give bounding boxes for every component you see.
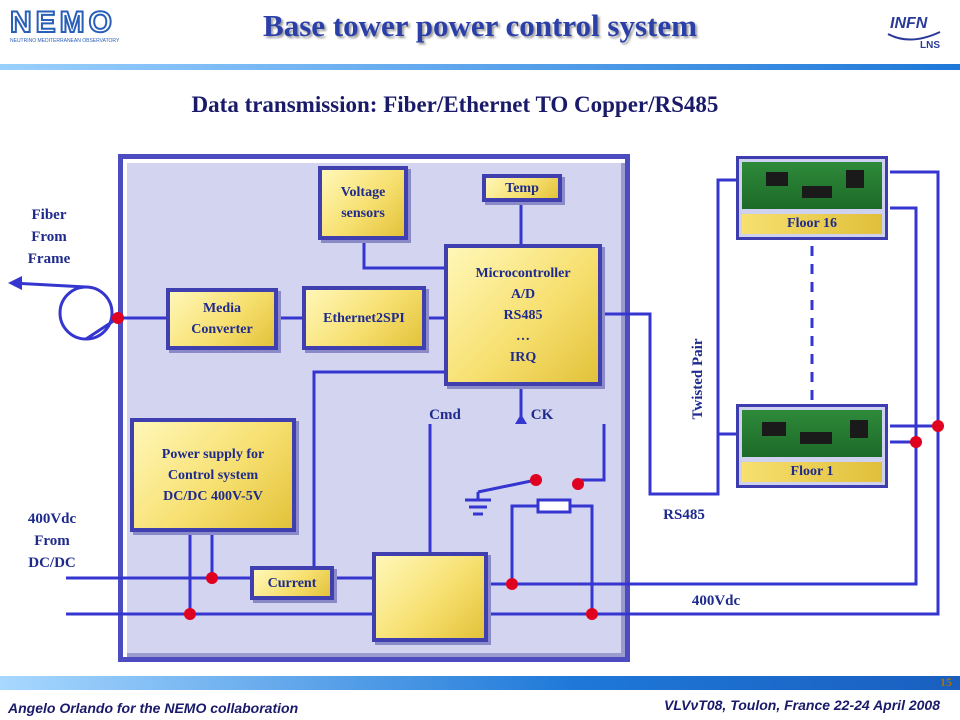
- twisted-pair-label: Twisted Pair: [690, 338, 706, 420]
- diagram-subtitle: Data transmission: Fiber/Ethernet TO Cop…: [191, 92, 719, 117]
- power-input-label: 400Vdc From DC/DC: [6, 508, 98, 574]
- ck-arrow: [515, 414, 527, 424]
- vdc-line-b-right: [488, 170, 940, 616]
- fuse-wire: [510, 504, 594, 612]
- nemo-logo: NEMO NEUTRINO MEDITERRANEAN OBSERVATORY: [6, 4, 152, 46]
- footer-conference: VLVνT08, Toulon, France 22-24 April 2008: [664, 697, 940, 713]
- ground-switch-arm: [477, 478, 537, 494]
- power-label-line-2: From: [34, 533, 70, 549]
- fuse-element: [536, 498, 572, 514]
- media-converter-block: Media Converter: [166, 288, 278, 350]
- cmd-label: Cmd: [429, 407, 461, 423]
- voltage-micro-wire: [362, 240, 444, 270]
- power-supply-line-1: Power supply for: [161, 446, 265, 462]
- infn-logo: INFN LNS: [887, 15, 941, 51]
- power-supply-block: Power supply for Control system DC/DC 40…: [130, 418, 296, 532]
- voltage-sensors-block: Voltage sensors: [318, 166, 408, 240]
- fiber-arrow: [8, 276, 22, 290]
- micro-line-3: RS485: [503, 307, 543, 323]
- vdc-label: 400Vdc: [691, 593, 741, 609]
- ethernet2spi-block: Ethernet2SPI: [302, 286, 426, 350]
- node: [572, 478, 584, 490]
- floor-16-board: Floor 16: [736, 156, 888, 240]
- relay-switch-block: [372, 552, 488, 642]
- ethernet2spi-label: Ethernet2SPI: [323, 310, 405, 326]
- node: [932, 420, 944, 432]
- node: [112, 312, 124, 324]
- current-irq-wire: [312, 370, 444, 566]
- temp-block: Temp: [482, 174, 562, 202]
- micro-line-5: IRQ: [509, 349, 537, 365]
- fiber-label: Fiber From Frame: [4, 204, 94, 270]
- current-label: Current: [267, 575, 317, 591]
- microcontroller-block: Microcontroller A/D RS485 … IRQ: [444, 244, 602, 386]
- current-sensor-block: Current: [250, 566, 334, 600]
- node: [184, 608, 196, 620]
- temp-label: Temp: [505, 180, 539, 196]
- media-converter-line-2: Converter: [191, 322, 253, 337]
- micro-line-4: …: [516, 328, 530, 344]
- node: [530, 474, 542, 486]
- voltage-sensors-line-2: sensors: [341, 206, 385, 221]
- lns-logo-text: LNS: [920, 40, 940, 51]
- floor-1-board: Floor 1: [736, 404, 888, 488]
- power-label-line-3: DC/DC: [28, 555, 76, 571]
- footer-bar: [0, 676, 960, 690]
- node: [506, 578, 518, 590]
- micro-line-1: Microcontroller: [475, 265, 571, 281]
- nemo-logo-tagline: NEUTRINO MEDITERRANEAN OBSERVATORY: [10, 38, 120, 44]
- floor-1-pcb-image: [742, 410, 882, 457]
- micro-line-2: A/D: [510, 286, 536, 302]
- footer-author: Angelo Orlando for the NEMO collaboratio…: [8, 700, 299, 716]
- node: [206, 572, 218, 584]
- ck-label: CK: [530, 407, 554, 423]
- header-bar: [0, 64, 960, 70]
- fiber-loop: [58, 285, 114, 341]
- rs485-label: RS485: [663, 507, 705, 523]
- fiber-label-line-2: From: [31, 229, 67, 245]
- power-label-line-1: 400Vdc: [27, 511, 77, 527]
- node: [586, 608, 598, 620]
- infn-logo-text: INFN: [890, 15, 928, 32]
- fiber-out-wire: [11, 281, 87, 289]
- floor-16-label: Floor 16: [742, 214, 882, 234]
- nemo-logo-text: NEMO: [10, 6, 116, 39]
- ground-symbol: [465, 492, 491, 516]
- rs485-wire-a: [602, 178, 738, 496]
- node: [910, 436, 922, 448]
- floor-1-label: Floor 1: [742, 462, 882, 482]
- voltage-sensors-line-1: Voltage: [340, 185, 386, 200]
- media-converter-line-1: Media: [202, 301, 242, 316]
- floor-16-pcb-image: [742, 162, 882, 209]
- power-supply-line-3: DC/DC 400V-5V: [163, 488, 263, 504]
- page-title: Base tower power control system: [263, 8, 697, 43]
- vdc-line-a-right: [488, 440, 918, 586]
- page-number: 15: [940, 675, 952, 689]
- fiber-label-line-1: Fiber: [31, 207, 67, 223]
- vdc-floor16-wire: [890, 206, 918, 442]
- fiber-label-line-3: Frame: [27, 251, 71, 267]
- ck-return-wire: [580, 424, 606, 482]
- power-supply-line-2: Control system: [167, 467, 259, 483]
